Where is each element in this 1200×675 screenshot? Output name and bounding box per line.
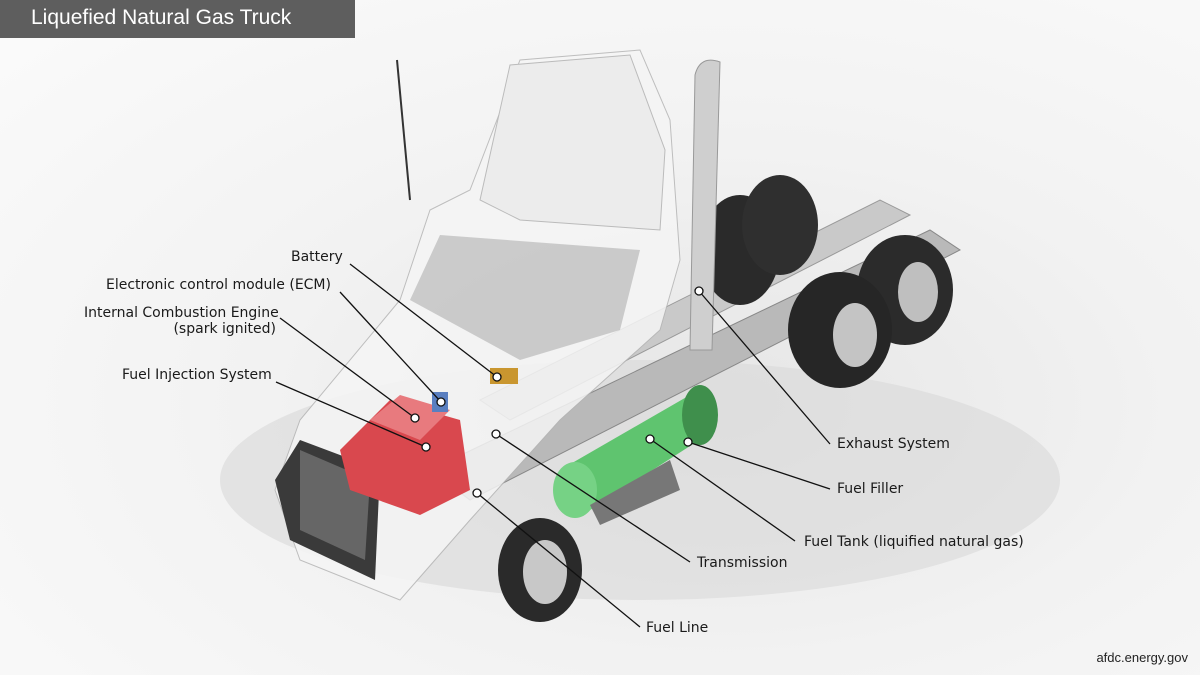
antenna — [396, 59, 411, 201]
leader-fuel-tank — [649, 438, 796, 542]
leader-lines — [275, 263, 831, 628]
leader-battery — [349, 263, 498, 378]
leader-exhaust — [698, 290, 831, 445]
exhaust-stack — [689, 59, 721, 351]
label-ecm: Electronic control module (ECM) — [106, 277, 331, 293]
dot-fuel-tank — [645, 434, 655, 444]
dot-transmission — [491, 429, 501, 439]
leader-engine — [279, 317, 416, 419]
leader-ecm — [339, 291, 442, 403]
engine — [340, 395, 470, 515]
dot-engine — [410, 413, 420, 423]
label-engine-line1: Internal Combustion Engine — [84, 305, 279, 321]
page-title: Liquefied Natural Gas Truck — [0, 0, 355, 38]
source-credit: afdc.energy.gov — [1096, 650, 1188, 665]
label-engine: Internal Combustion Engine (spark ignite… — [84, 305, 279, 337]
leader-transmission — [495, 433, 691, 563]
label-exhaust: Exhaust System — [837, 436, 950, 452]
front-wheel — [498, 518, 582, 622]
rear-wheels — [700, 175, 953, 388]
leader-fuel-line — [476, 492, 641, 628]
label-fuel-injection: Fuel Injection System — [122, 367, 272, 383]
label-fuel-filler: Fuel Filler — [837, 481, 904, 497]
label-transmission: Transmission — [697, 555, 788, 571]
dot-fuel-filler — [683, 437, 693, 447]
dot-fuel-line — [472, 488, 482, 498]
leader-fuel-injection — [275, 381, 427, 448]
label-battery: Battery — [291, 249, 343, 265]
dot-ecm — [436, 397, 446, 407]
dot-fuel-injection — [421, 442, 431, 452]
label-fuel-tank: Fuel Tank (liquified natural gas) — [804, 534, 1024, 550]
leader-fuel-filler — [687, 441, 831, 490]
label-fuel-line: Fuel Line — [646, 620, 709, 636]
label-engine-line2: (spark ignited) — [173, 321, 276, 337]
dot-exhaust — [694, 286, 704, 296]
dot-battery — [492, 372, 502, 382]
fuel-tank — [553, 385, 718, 525]
